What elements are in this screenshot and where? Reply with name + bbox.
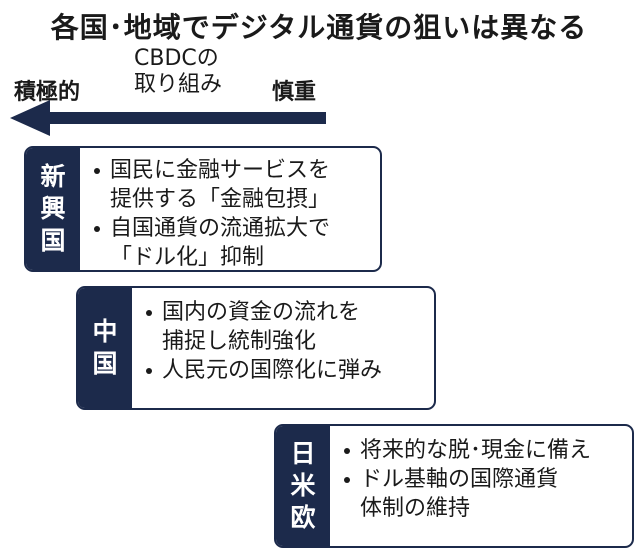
- bullet-item: 国内の資金の流れを 捕捉し統制強化: [142, 298, 426, 356]
- bullet-item: 自国通貨の流通拡大で 「ドル化」抑制: [90, 214, 372, 270]
- card-emerging-countries: 新 興 国 国民に金融サービスを 提供する「金融包摂」 自国通貨の流通拡大で 「…: [24, 146, 382, 272]
- tab-char: 国: [40, 226, 66, 255]
- tab-char: 新: [40, 162, 66, 191]
- bullet-line: 国内の資金の流れを: [162, 300, 361, 325]
- bullet-line: 「ドル化」抑制: [110, 245, 265, 270]
- card-tab-china: 中 国: [78, 288, 132, 408]
- tab-char: 国: [92, 349, 118, 378]
- card-tab-emerging-countries: 新 興 国: [26, 148, 80, 270]
- scale-middle-label-line-2: 取り組み: [134, 72, 223, 97]
- bullet-list: 将来的な脱･現金に備え ドル基軸の国際通貨 体制の維持: [340, 436, 624, 523]
- bullet-item: 人民元の国際化に弾み: [142, 356, 426, 385]
- bullet-item: 将来的な脱･現金に備え: [340, 436, 624, 465]
- bullet-line: 提供する「金融包摂」: [110, 187, 331, 212]
- card-japan-us-europe: 日 米 欧 将来的な脱･現金に備え ドル基軸の国際通貨 体制の維持: [274, 424, 634, 548]
- tab-char: 興: [40, 194, 66, 223]
- scale-middle-label-line-1: CBDCの: [134, 46, 219, 71]
- tab-char: 米: [290, 471, 316, 500]
- bullet-list: 国内の資金の流れを 捕捉し統制強化 人民元の国際化に弾み: [142, 298, 426, 385]
- bullet-line: 将来的な脱･現金に備え: [360, 438, 592, 463]
- bullet-line: 国民に金融サービスを: [110, 158, 331, 183]
- bullet-list: 国民に金融サービスを 提供する「金融包摂」 自国通貨の流通拡大で 「ドル化」抑制: [90, 156, 372, 270]
- bullet-line: 自国通貨の流通拡大で: [110, 216, 331, 241]
- diagram-title: 各国･地域でデジタル通貨の狙いは異なる: [50, 11, 588, 44]
- tab-char: 欧: [290, 503, 316, 532]
- bullet-item: ドル基軸の国際通貨 体制の維持: [340, 465, 624, 523]
- arrow-shape: [10, 100, 326, 136]
- tab-char: 中: [92, 317, 118, 346]
- left-arrow-icon: [10, 100, 326, 136]
- bullet-line: 捕捉し統制強化: [162, 329, 317, 354]
- scale-left-label: 積極的: [14, 80, 81, 105]
- scale-middle-label: CBDCの 取り組み: [134, 46, 222, 98]
- bullet-line: 人民元の国際化に弾み: [162, 358, 383, 383]
- bullet-item: 国民に金融サービスを 提供する「金融包摂」: [90, 156, 372, 214]
- card-tab-japan-us-europe: 日 米 欧: [276, 426, 330, 546]
- bullet-line: ドル基軸の国際通貨: [360, 467, 559, 492]
- bullet-line: 体制の維持: [360, 496, 471, 521]
- scale-right-label: 慎重: [272, 80, 317, 105]
- tab-char: 日: [290, 439, 316, 468]
- card-china: 中 国 国内の資金の流れを 捕捉し統制強化 人民元の国際化に弾み: [76, 286, 436, 410]
